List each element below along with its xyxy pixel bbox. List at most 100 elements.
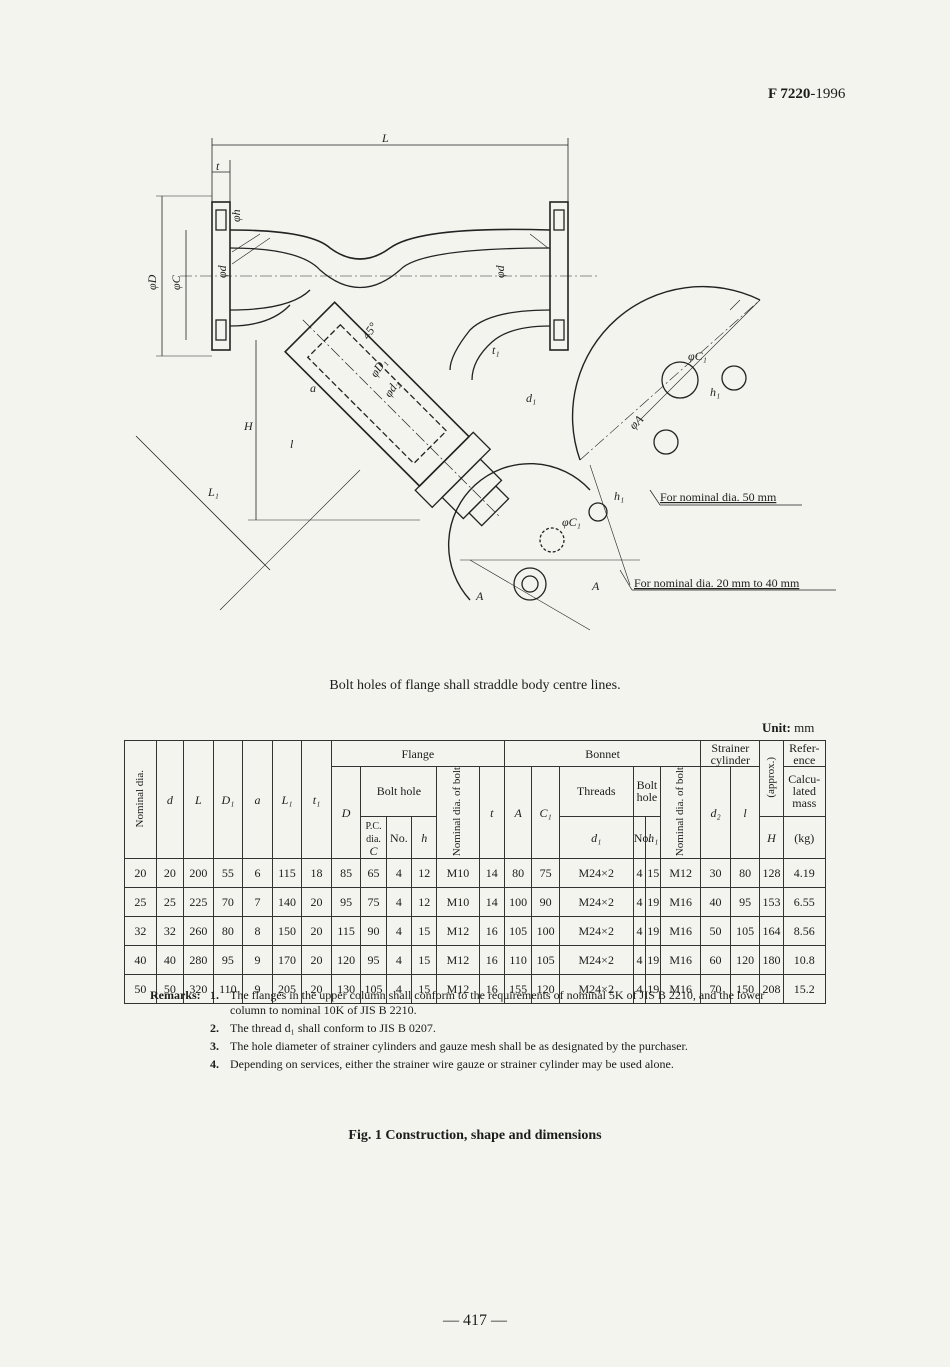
dim-phid-right: φd: [493, 264, 507, 278]
dim-phid: φd: [215, 264, 229, 278]
header-a: a: [242, 739, 273, 860]
bolt-hole-caption: Bolt holes of flange shall straddle body…: [329, 678, 621, 693]
header-bonnet-bolt-hole: Bolt hole: [632, 766, 662, 817]
table-cell: M12: [436, 945, 480, 976]
table-cell: 170: [271, 945, 303, 976]
dim-A-bot2: A: [475, 589, 484, 603]
table-cell: 95: [360, 945, 387, 976]
table-cell: 150: [729, 974, 761, 1005]
table-cell: 40: [700, 887, 731, 918]
header-flange: Flange: [330, 740, 505, 767]
table-cell: M12: [660, 858, 702, 889]
dim-phiC1-top: φC₁: [688, 349, 707, 363]
table-cell: 260: [183, 916, 214, 947]
table-cell: 15: [411, 974, 438, 1005]
table-cell: 19: [645, 887, 662, 918]
table-cell: 4: [632, 887, 647, 918]
header-d1: d₁: [558, 815, 634, 860]
dim-angle: 45°: [359, 320, 380, 342]
header-H: H: [759, 815, 784, 860]
table-cell: M24×2: [558, 916, 634, 947]
dim-phid2: φd₂: [381, 378, 402, 400]
header-approx: (approx.): [759, 740, 784, 817]
table-cell: 50: [700, 916, 731, 947]
table-cell: 40: [124, 945, 157, 976]
table-cell: 180: [759, 945, 784, 976]
table-cell: 15: [411, 916, 438, 947]
table-cell: 128: [759, 858, 784, 889]
table-cell: 8.56: [782, 916, 827, 947]
table-cell: 16: [478, 916, 505, 947]
table-cell: 115: [330, 916, 362, 947]
table-cell: 32: [155, 916, 185, 947]
table-cell: 4: [385, 945, 413, 976]
table-cell: 100: [531, 916, 560, 947]
dim-phih: φh: [229, 209, 243, 222]
table-cell: 95: [212, 945, 244, 976]
table-cell: 164: [759, 916, 784, 947]
dim-phiC: φC: [169, 274, 183, 290]
table-cell: 25: [155, 887, 185, 918]
header-bolt-hole: Bolt hole: [360, 766, 438, 817]
table-cell: 20: [301, 916, 332, 947]
table-cell: 80: [729, 858, 761, 889]
table-cell: 85: [330, 858, 362, 889]
remark-item: 4.Depending on services, either the stra…: [210, 1057, 674, 1071]
table-cell: 18: [301, 858, 332, 889]
header-no: No.: [385, 815, 413, 860]
header-bonnet: Bonnet: [503, 740, 702, 767]
table-cell: 32: [124, 916, 157, 947]
header-reference: Refer-ence: [782, 740, 827, 767]
table-cell: 320: [183, 974, 214, 1005]
table-cell: 4: [632, 858, 647, 889]
dim-A-bot1: A: [591, 579, 600, 593]
table-cell: 153: [759, 887, 784, 918]
table-cell: M16: [660, 887, 702, 918]
header-mass: Calcu-lated mass: [782, 766, 827, 817]
dim-phiD: φD: [145, 274, 159, 290]
table-cell: 225: [183, 887, 214, 918]
header-no2: No.: [632, 815, 651, 860]
header-d: d: [155, 739, 185, 860]
table-cell: 4: [385, 916, 413, 947]
unit-label: Unit: mm: [762, 720, 814, 736]
header-A: A: [503, 765, 533, 860]
table-cell: 16: [478, 945, 505, 976]
figure-title: Fig. 1 Construction, shape and dimension…: [348, 1128, 602, 1143]
table-cell: 20: [301, 945, 332, 976]
table-cell: 60: [700, 945, 731, 976]
header-strainer: Strainer cylinder: [700, 740, 761, 767]
table-cell: 90: [531, 887, 560, 918]
table-cell: 15: [645, 858, 662, 889]
unit-label-text: Unit:: [762, 720, 791, 735]
dim-t: t: [216, 159, 220, 173]
table-cell: 80: [212, 916, 244, 947]
dim-phiA-top: φA: [626, 412, 646, 432]
table-cell: 130: [330, 974, 362, 1005]
table-cell: 280: [183, 945, 214, 976]
table-cell: M12: [436, 916, 480, 947]
header-L1: L₁: [271, 739, 303, 860]
table-cell: 80: [503, 858, 533, 889]
header-mass-unit: (kg): [782, 815, 827, 860]
table-cell: 20: [301, 887, 332, 918]
header-t1: t₁: [301, 739, 332, 860]
table-cell: 95: [330, 887, 362, 918]
table-cell: 12: [411, 887, 438, 918]
table-cell: 30: [700, 858, 731, 889]
table-cell: M10: [436, 858, 480, 889]
remarks-label: Remarks:: [150, 988, 201, 1002]
remarks: Remarks: 1.The flanges in the upper colu…: [150, 988, 790, 1075]
table-cell: 120: [729, 945, 761, 976]
table-cell: 75: [360, 887, 387, 918]
table-cell: 15: [411, 945, 438, 976]
table-cell: 14: [478, 858, 505, 889]
table-cell: 65: [360, 858, 387, 889]
table-cell: 9: [242, 974, 273, 1005]
table-cell: 115: [271, 858, 303, 889]
table-cell: 110: [503, 945, 533, 976]
